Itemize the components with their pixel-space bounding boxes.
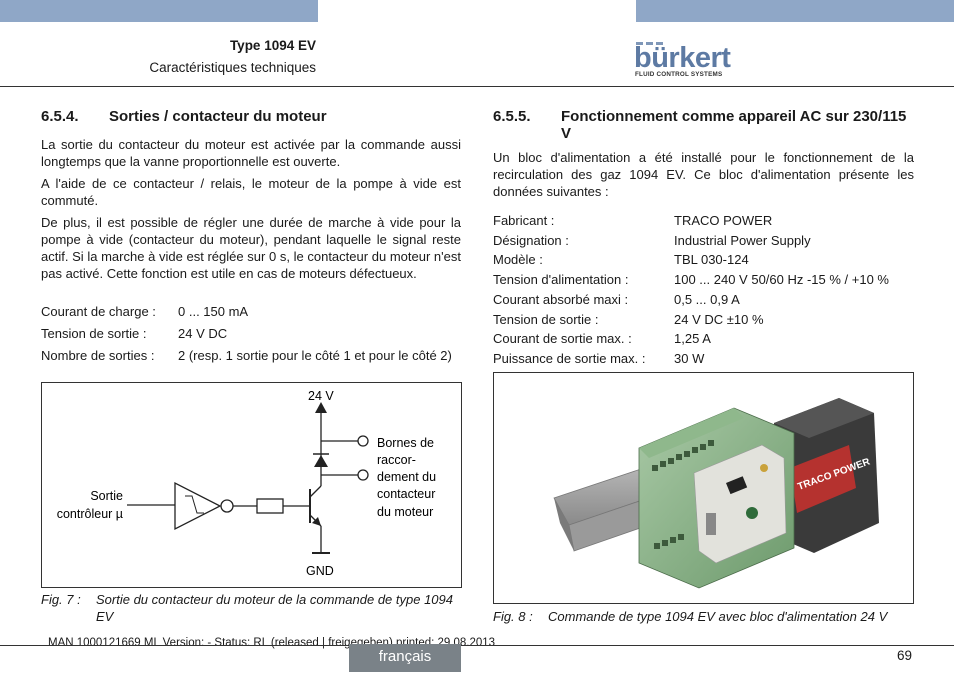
footer-rule: [0, 645, 954, 646]
paragraph: A l'aide de ce contacteur / relais, le m…: [41, 176, 461, 208]
document-subtitle: Caractéristiques techniques: [149, 60, 316, 75]
section-motor-contactor: 6.5.4. Sorties / contacteur du moteur La…: [41, 108, 461, 367]
svg-text:raccor-: raccor-: [377, 453, 416, 467]
spec-row: Puissance de sortie max. :30 W: [493, 350, 705, 366]
spec-row: Désignation :Industrial Power Supply: [493, 232, 811, 248]
output-specs: Courant de charge :0 ... 150 mA Tension …: [41, 301, 461, 367]
document-type: Type 1094 EV: [229, 38, 316, 53]
burkert-logo: bürkert FLUID CONTROL SYSTEMS: [634, 42, 732, 78]
paragraph: Un bloc d'alimentation a été installé po…: [493, 150, 914, 199]
svg-text:dement du: dement du: [377, 470, 436, 484]
paragraph: La sortie du contacteur du moteur est ac…: [41, 137, 461, 169]
header-rule: [0, 86, 954, 87]
spec-row: Modèle :TBL 030-124: [493, 252, 749, 268]
svg-text:Bornes de: Bornes de: [377, 436, 434, 450]
svg-text:GND: GND: [306, 564, 334, 578]
svg-text:contrôleur µ: contrôleur µ: [57, 507, 123, 521]
spec-row: Courant absorbé maxi :0,5 ... 0,9 A: [493, 291, 740, 307]
figure-caption: Fig. 8 : Commande de type 1094 EV avec b…: [493, 609, 888, 624]
section-heading: 6.5.5. Fonctionnement comme appareil AC …: [493, 108, 907, 142]
header-bar-right: [636, 0, 954, 22]
svg-text:bürkert: bürkert: [634, 42, 731, 74]
language-tab: français: [349, 644, 461, 672]
spec-row: Fabricant :TRACO POWER: [493, 213, 773, 228]
svg-text:du moteur: du moteur: [377, 505, 433, 519]
power-supply-specs: Fabricant :TRACO POWER Désignation :Indu…: [493, 211, 914, 369]
section-ac-operation: 6.5.5. Fonctionnement comme appareil AC …: [493, 108, 914, 369]
spec-row: Tension d'alimentation :100 ... 240 V 50…: [493, 272, 889, 288]
header-bar-left: [0, 0, 318, 22]
paragraph: De plus, il est possible de régler une d…: [41, 215, 461, 281]
spec-row: Courant de charge :0 ... 150 mA: [41, 304, 249, 319]
spec-row: Tension de sortie :24 V DC: [41, 326, 228, 341]
svg-text:Sortie: Sortie: [90, 489, 123, 503]
spec-row: Tension de sortie :24 V DC ±10 %: [493, 311, 764, 327]
device-photo: TRACO POWER: [493, 372, 914, 604]
spec-row: Nombre de sorties :2 (resp. 1 sortie pou…: [41, 348, 452, 363]
svg-text:contacteur: contacteur: [377, 487, 435, 501]
svg-text:24 V: 24 V: [308, 389, 334, 403]
circuit-diagram: 24 V GND Sortie contrôleur µ Bornes de r…: [41, 382, 462, 588]
svg-text:FLUID CONTROL SYSTEMS: FLUID CONTROL SYSTEMS: [635, 71, 722, 78]
spec-row: Courant de sortie max. :1,25 A: [493, 331, 711, 347]
page-number: 69: [896, 648, 912, 663]
figure-caption: Fig. 7 : Sortie du contacteur du moteur …: [41, 592, 453, 624]
section-heading: 6.5.4. Sorties / contacteur du moteur: [41, 108, 327, 125]
